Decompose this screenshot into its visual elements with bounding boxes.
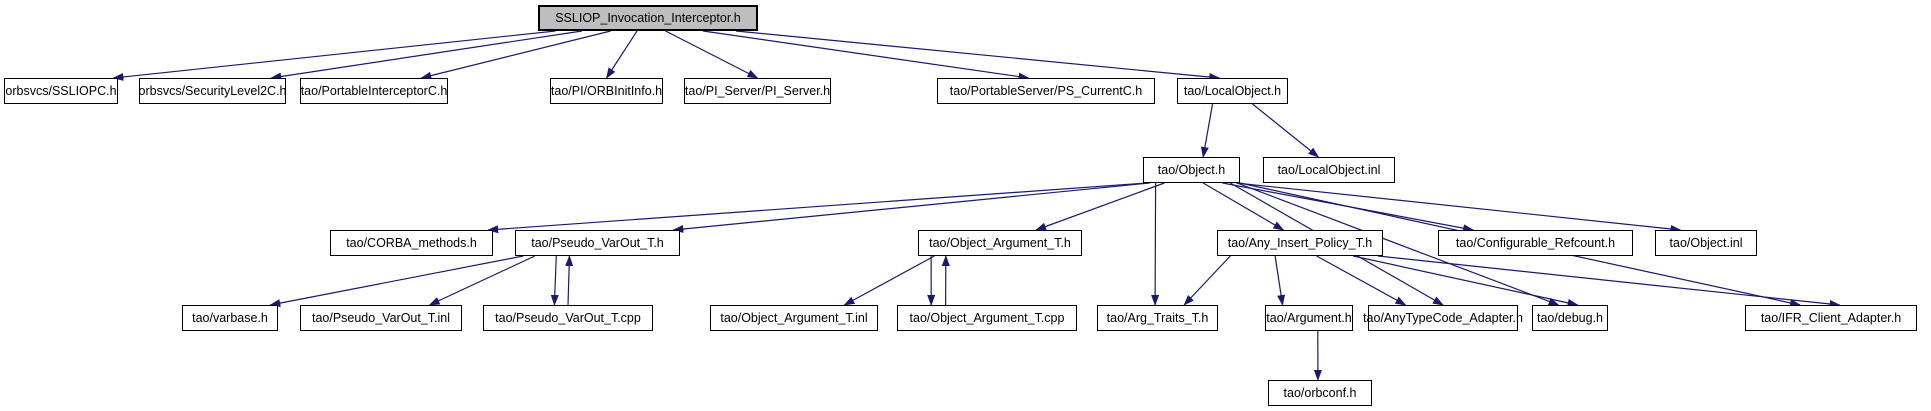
edge-any_insert_policy-to-debug	[1352, 255, 1579, 307]
edge-pseudo_varout_h-to-varbase	[269, 255, 524, 308]
graph-node-debug[interactable]: tao/debug.h	[1532, 305, 1608, 331]
graph-node-varbase[interactable]: tao/varbase.h	[182, 305, 278, 331]
graph-node-portableinterceptorc[interactable]: tao/PortableInterceptorC.h	[300, 78, 448, 104]
edge-pseudo_varout_cpp-to-pseudo_varout_h	[565, 255, 574, 306]
edge-root-to-ssliopc	[112, 30, 556, 81]
graph-node-securitylevel2c[interactable]: orbsvcs/SecurityLevel2C.h	[139, 78, 287, 104]
edge-any_insert_policy-to-ifr_client_adapter	[1377, 255, 1841, 308]
graph-node-corba_methods[interactable]: tao/CORBA_methods.h	[330, 230, 493, 256]
edge-any_insert_policy-to-anytypecode_adapter	[1316, 255, 1407, 306]
edge-root-to-portableinterceptorc	[420, 30, 611, 80]
graph-node-object_h[interactable]: tao/Object.h	[1143, 157, 1240, 183]
edge-root-to-orbinitinfo	[605, 30, 638, 79]
edge-object_h-to-debug	[1236, 182, 1560, 306]
graph-node-object_argument_cpp[interactable]: tao/Object_Argument_T.cpp	[897, 305, 1077, 331]
graph-node-ifr_client_adapter[interactable]: tao/IFR_Client_Adapter.h	[1745, 305, 1917, 331]
graph-node-ssliopc[interactable]: orbsvcs/SSLIOPC.h	[4, 78, 118, 104]
graph-node-anytypecode_adapter[interactable]: tao/AnyTypeCode_Adapter.h	[1363, 305, 1523, 331]
edge-localobject_h-to-localobject_inl	[1252, 103, 1320, 158]
graph-node-any_insert_policy[interactable]: tao/Any_Insert_Policy_T.h	[1217, 230, 1383, 256]
graph-node-orbinitinfo[interactable]: tao/PI/ORBInitInfo.h	[550, 78, 663, 104]
edge-object_h-to-corba_methods	[487, 182, 1147, 234]
edge-root-to-pi_server	[665, 30, 759, 79]
edge-root-to-securitylevel2c	[270, 30, 583, 81]
graph-node-ps_currentc[interactable]: tao/PortableServer/PS_CurrentC.h	[937, 78, 1155, 104]
edge-root-to-ps_currentc	[702, 30, 1030, 81]
edge-object_h-to-object_argument_h	[1035, 182, 1165, 231]
graph-node-object_inl[interactable]: tao/Object.inl	[1655, 230, 1757, 256]
graph-node-orbconf[interactable]: tao/orbconf.h	[1268, 380, 1372, 406]
graph-node-pseudo_varout_cpp[interactable]: tao/Pseudo_VarOut_T.cpp	[483, 305, 653, 331]
edge-root-to-localobject_h	[735, 30, 1221, 82]
edge-localobject_h-to-object_h	[1200, 103, 1214, 158]
edge-any_insert_policy-to-argument	[1274, 255, 1286, 306]
edge-object_argument_h-to-object_argument_inl	[843, 255, 935, 306]
graph-root-node: SSLIOP_Invocation_Interceptor.h	[538, 5, 758, 31]
graph-node-localobject_h[interactable]: tao/LocalObject.h	[1177, 78, 1288, 104]
edge-object_h-to-any_insert_policy	[1202, 182, 1285, 231]
edge-object_h-to-object_inl	[1236, 182, 1682, 233]
graph-node-localobject_inl[interactable]: tao/LocalObject.inl	[1263, 157, 1395, 183]
graph-node-object_argument_h[interactable]: tao/Object_Argument_T.h	[918, 230, 1082, 256]
edge-pseudo_varout_h-to-pseudo_varout_inl	[428, 255, 536, 306]
graph-node-arg_traits[interactable]: tao/Arg_Traits_T.h	[1097, 305, 1218, 331]
graph-node-argument[interactable]: tao/Argument.h	[1265, 305, 1353, 331]
graph-node-object_argument_inl[interactable]: tao/Object_Argument_T.inl	[710, 305, 878, 331]
graph-node-pi_server[interactable]: tao/PI_Server/PI_Server.h	[684, 78, 831, 104]
graph-node-pseudo_varout_inl[interactable]: tao/Pseudo_VarOut_T.inl	[300, 305, 462, 331]
edge-pseudo_varout_h-to-pseudo_varout_cpp	[550, 255, 559, 306]
edge-object_h-to-pseudo_varout_h	[672, 182, 1150, 233]
graph-node-pseudo_varout_h[interactable]: tao/Pseudo_VarOut_T.h	[515, 230, 680, 256]
graph-node-configurable_refcount[interactable]: tao/Configurable_Refcount.h	[1438, 230, 1633, 256]
edge-object_h-to-arg_traits	[1151, 182, 1160, 306]
edge-any_insert_policy-to-arg_traits	[1183, 255, 1231, 306]
